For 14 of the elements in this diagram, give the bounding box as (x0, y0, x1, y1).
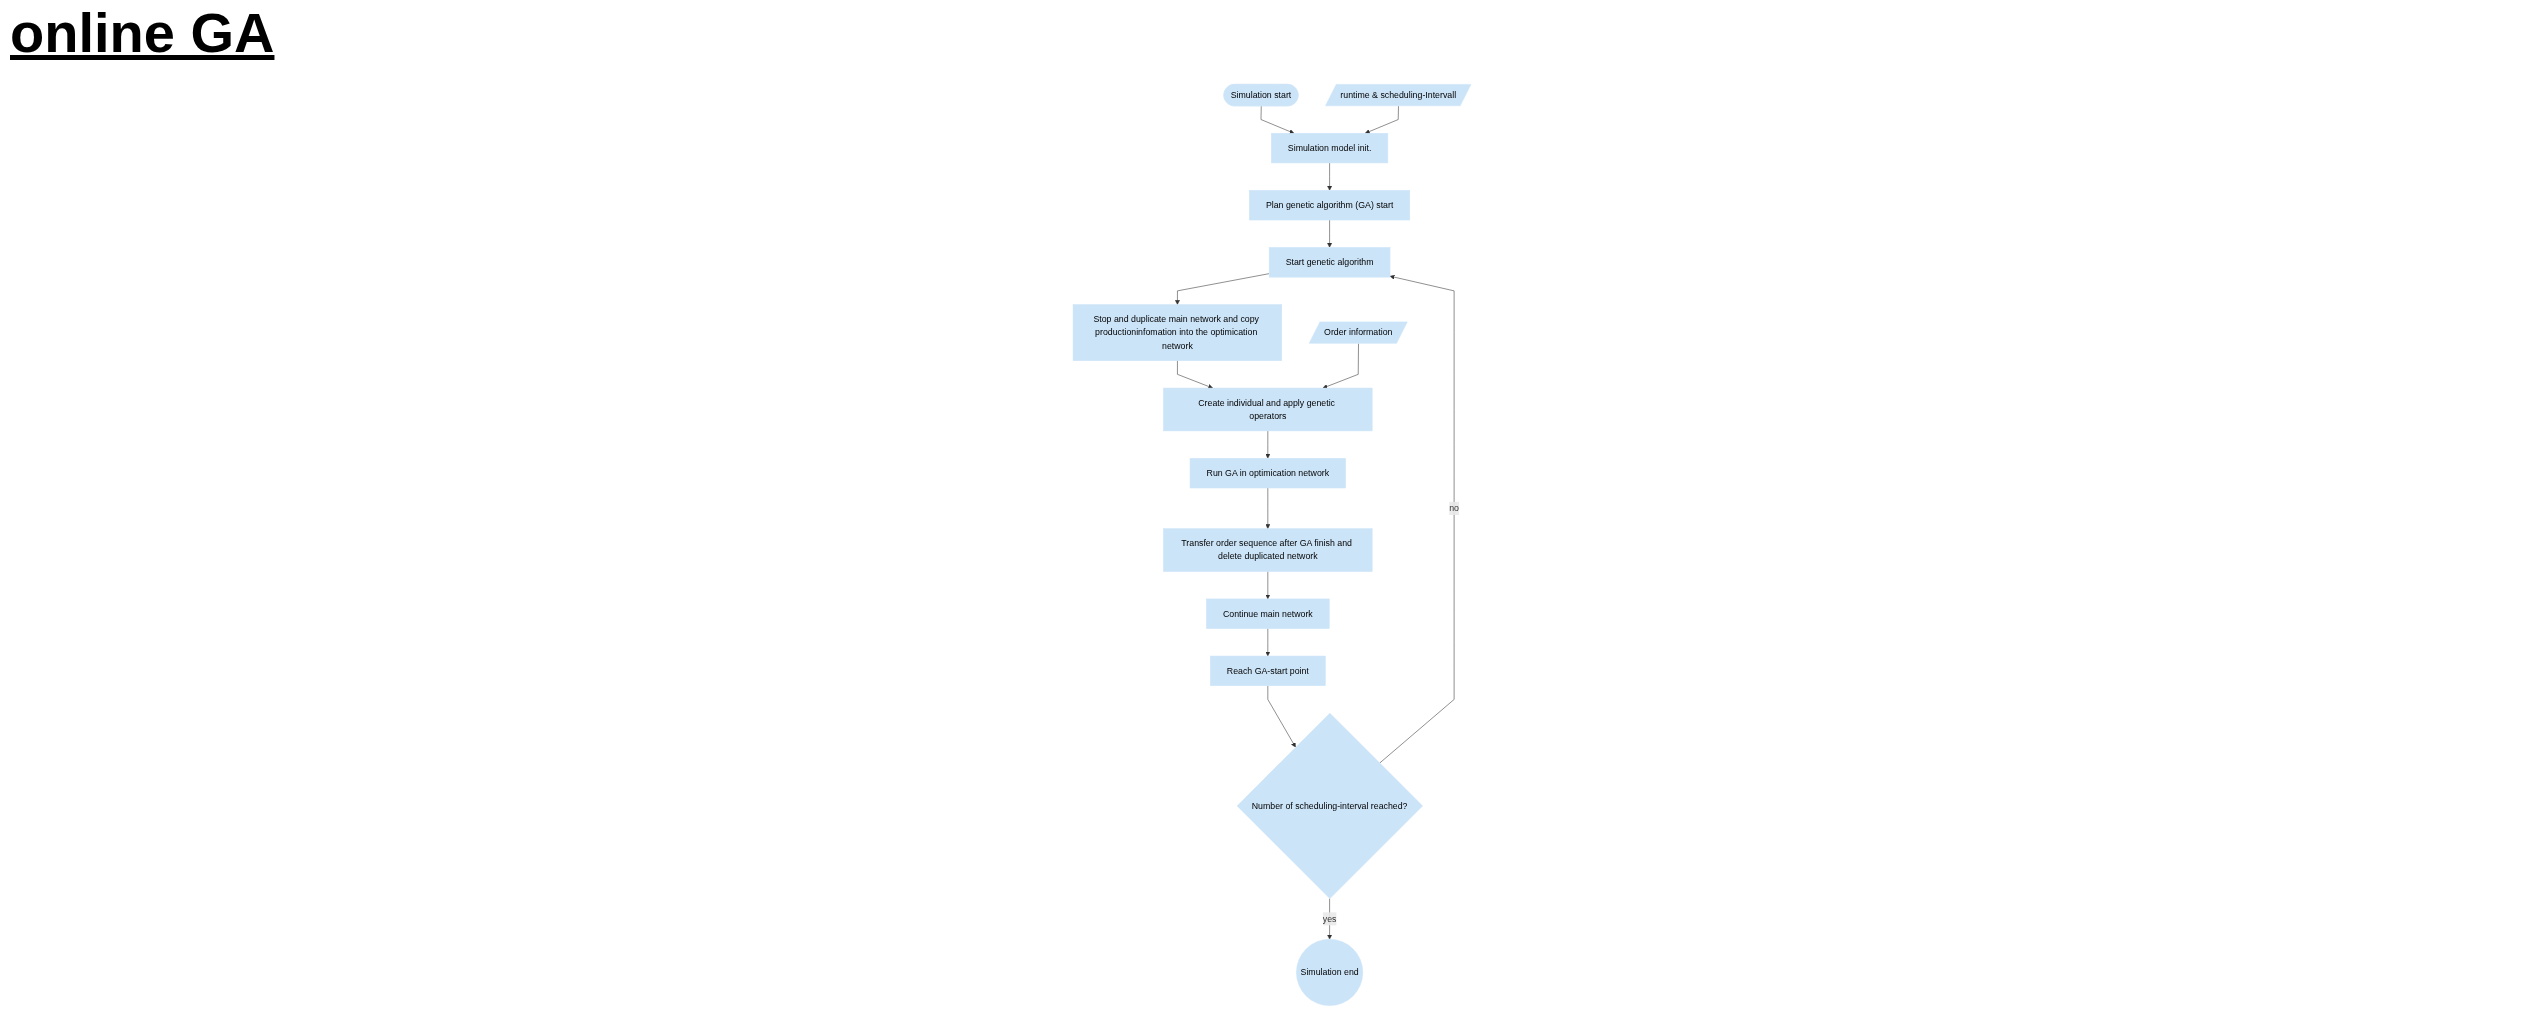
node-box: Plan genetic algorithm (GA) start (1249, 190, 1411, 221)
node-diamond: Number of scheduling-interval reached? (1236, 712, 1423, 899)
node-box: Continue main network (1206, 598, 1330, 629)
node-circle: Simulation end (1296, 938, 1364, 1006)
node-box: Stop and duplicate main network and copy productioninfomation into the optimication network (1072, 304, 1283, 361)
node-box: Create individual and apply genetic operators (1163, 387, 1373, 432)
node-box: Reach GA-start point (1210, 655, 1326, 686)
edge-label: no (1449, 503, 1460, 513)
node-box: Transfer order sequence after GA finish and delete duplicated network (1163, 528, 1373, 572)
node-box: Start genetic algorithm (1268, 247, 1391, 278)
node-box: Simulation model init. (1271, 133, 1389, 164)
edge-label: yes (1322, 913, 1337, 924)
node-box: Run GA in optimication network (1189, 458, 1346, 489)
diagram-title: online GA (10, 0, 275, 65)
